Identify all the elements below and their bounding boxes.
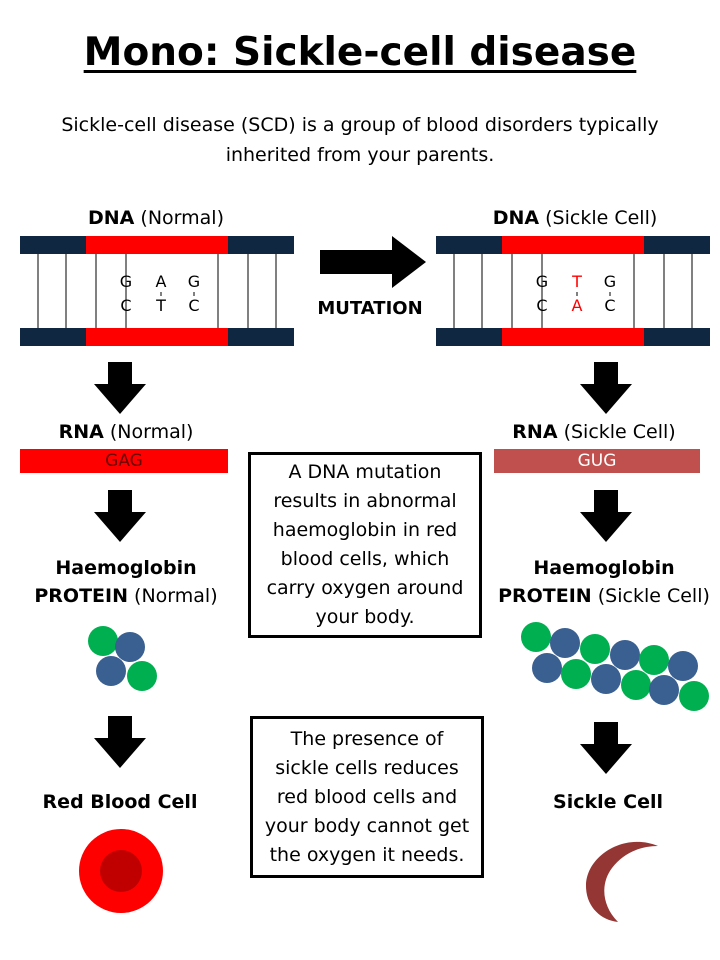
dna-normal-diagram: G A G C T C — [20, 236, 294, 346]
arrow-down-icon — [94, 716, 146, 768]
dna-normal-top-base-3: G — [188, 272, 200, 291]
dna-normal-bottom-base-2: T — [155, 296, 166, 315]
red-blood-cell-icon — [79, 829, 163, 913]
dna-sickle-bottom-base-1: C — [536, 296, 547, 315]
info-box-effect: The presence of sickle cells reduces red… — [250, 716, 484, 878]
rna-normal-label: RNA (Normal) — [58, 421, 194, 443]
rna-sickle-label: RNA (Sickle Cell) — [512, 421, 676, 443]
dna-normal-top-base-1: G — [120, 272, 132, 291]
mutation-label: MUTATION — [317, 298, 423, 319]
rna-normal-bar: GAG — [20, 449, 228, 473]
intro-text: Sickle-cell disease (SCD) is a group of … — [61, 114, 659, 166]
haemoglobin-normal-icon — [88, 626, 157, 691]
red-blood-cell-label: Red Blood Cell — [42, 791, 198, 813]
dna-normal-top-base-2: A — [156, 272, 167, 291]
page-title: Mono: Sickle-cell disease — [83, 30, 637, 75]
dna-normal-bottom-base-3: C — [188, 296, 199, 315]
arrow-down-icon — [580, 490, 632, 542]
rna-sickle-bar: GUG — [494, 449, 700, 473]
dna-normal-label: DNA (Normal) — [87, 207, 224, 229]
arrow-down-icon — [94, 362, 146, 414]
sickle-cell-icon — [586, 841, 658, 922]
dna-sickle-bottom-base-2: A — [572, 296, 583, 315]
dna-sickle-top-base-1: G — [536, 272, 548, 291]
dna-sickle-diagram: G T G C A C — [436, 236, 710, 346]
haemoglobin-sickle-icon — [521, 622, 709, 711]
info-box-mutation: A DNA mutation results in abnormal haemo… — [248, 452, 482, 638]
dna-normal-bottom-base-1: C — [120, 296, 131, 315]
dna-sickle-bottom-base-3: C — [604, 296, 615, 315]
arrow-down-icon — [580, 722, 632, 774]
arrow-down-icon — [94, 490, 146, 542]
sickle-cell-label: Sickle Cell — [553, 791, 663, 813]
arrow-down-icon — [580, 362, 632, 414]
dna-sickle-top-base-3: G — [604, 272, 616, 291]
dna-sickle-top-base-2: T — [571, 272, 582, 291]
dna-sickle-label: DNA (Sickle Cell) — [492, 207, 658, 229]
arrow-right-icon — [320, 236, 426, 288]
